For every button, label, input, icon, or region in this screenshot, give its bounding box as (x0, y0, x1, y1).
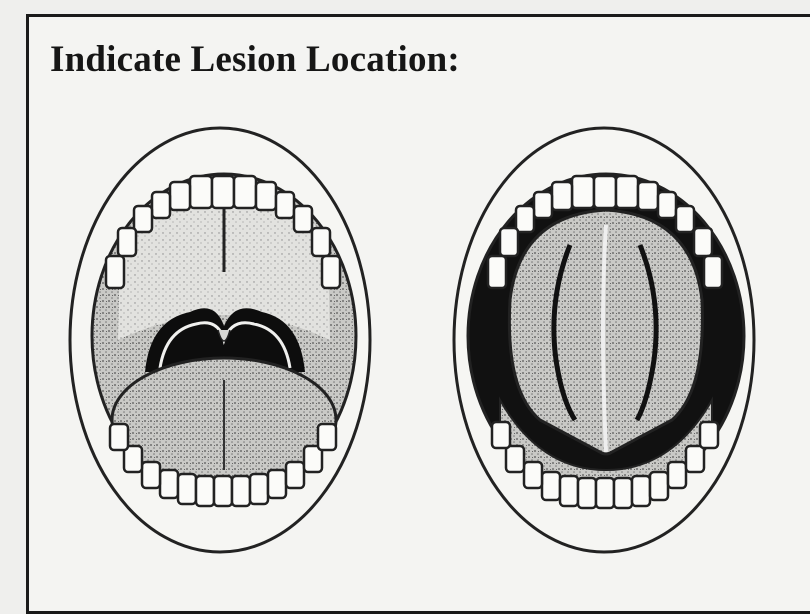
left-mouth-diagram[interactable] (70, 128, 370, 552)
right-mouth-diagram[interactable] (454, 128, 754, 552)
mouth-diagrams (0, 0, 810, 588)
